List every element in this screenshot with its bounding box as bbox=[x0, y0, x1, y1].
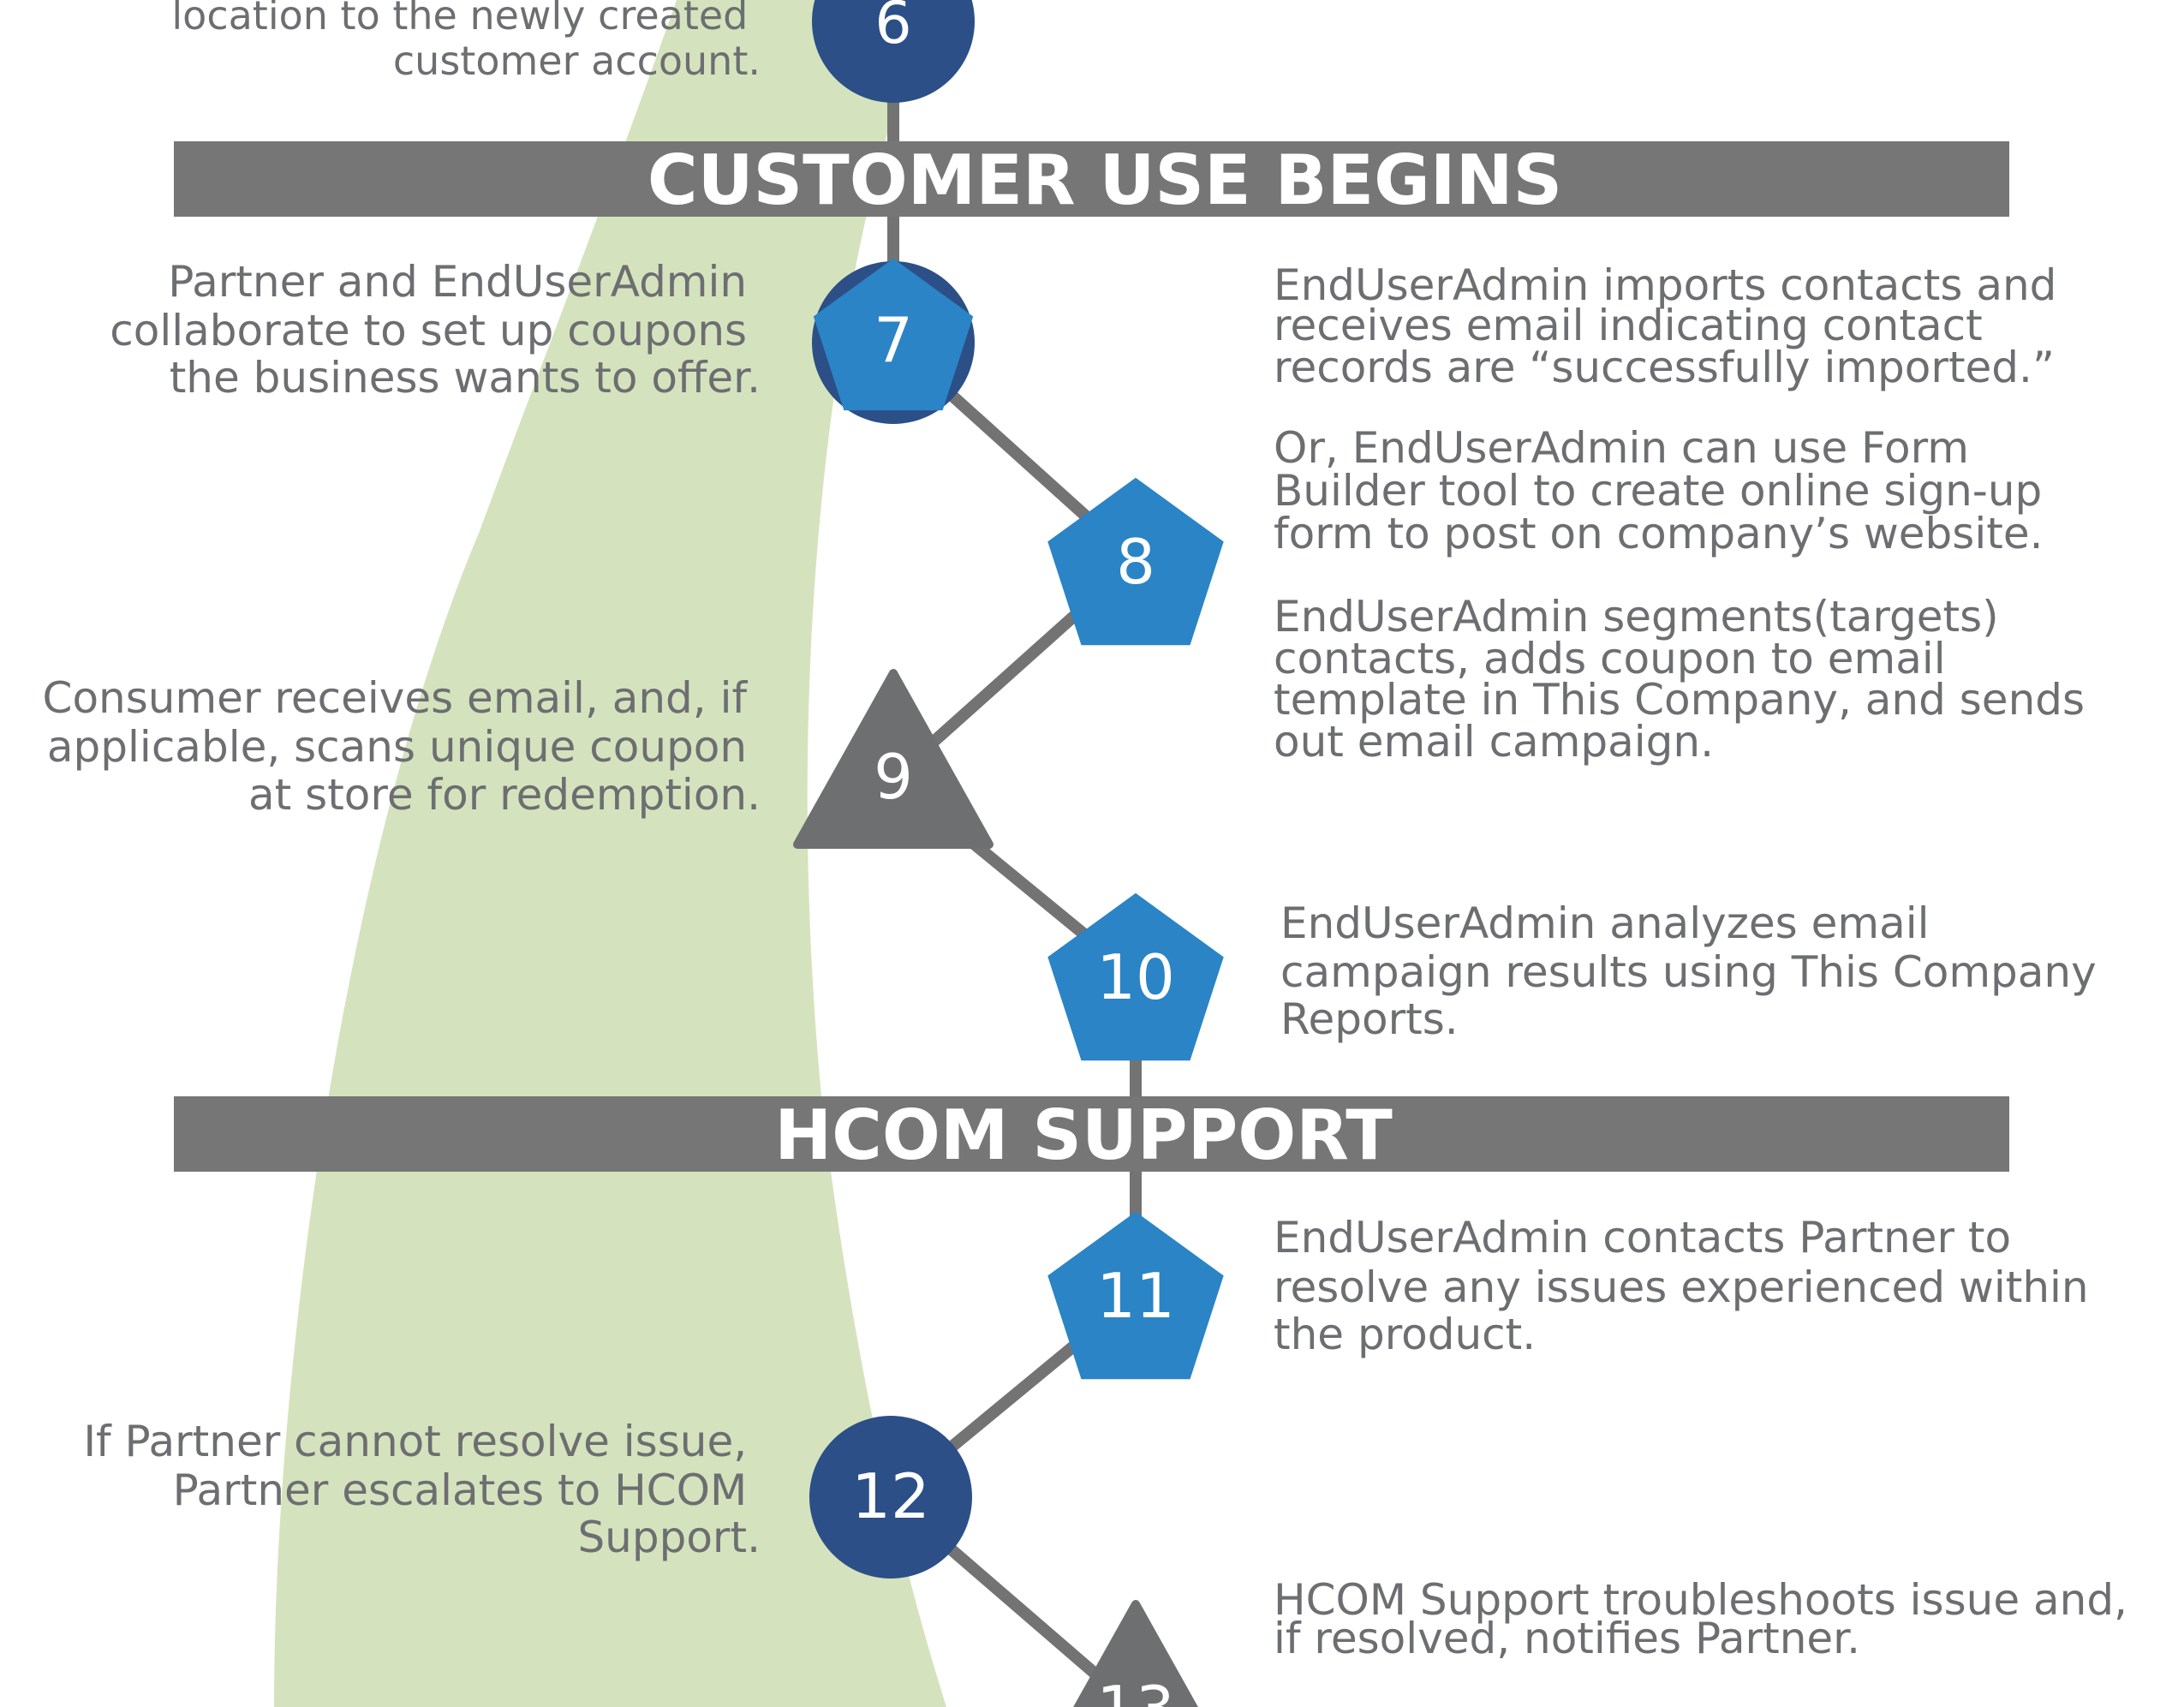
description-line: location to the newly created bbox=[171, 0, 748, 39]
description-line: resolve any issues experienced within bbox=[1274, 1262, 2089, 1312]
description-line: records are “successfully imported.” bbox=[1274, 343, 2055, 392]
description-line: applicable, scans unique coupon bbox=[47, 722, 747, 772]
node-circle bbox=[812, 0, 975, 103]
description-line: EndUserAdmin imports contacts and bbox=[1274, 260, 2056, 310]
node-pentagon bbox=[1047, 892, 1224, 1061]
description-line: Partner escalates to HCOM bbox=[173, 1465, 747, 1515]
banner-title: HCOM SUPPORT bbox=[774, 1095, 1393, 1175]
step-node-9: 9 bbox=[793, 669, 994, 849]
description-line: the business wants to offer. bbox=[170, 353, 761, 403]
description-line: if resolved, notifies Partner. bbox=[1274, 1614, 1860, 1663]
description-line: out email campaign. bbox=[1274, 717, 1714, 767]
step-11-description: EndUserAdmin contacts Partner to resolve… bbox=[1274, 1213, 2103, 1359]
step-node-11: 11 bbox=[1047, 1211, 1224, 1380]
node-pentagon bbox=[1047, 477, 1224, 646]
description-line: EndUserAdmin contacts Partner to bbox=[1274, 1213, 2011, 1262]
step-number: 10 bbox=[1096, 941, 1175, 1013]
step-10-description: EndUserAdmin analyzes email campaign res… bbox=[1280, 898, 2110, 1044]
step-node-10: 10 bbox=[1047, 892, 1224, 1061]
description-line: Partner and EndUserAdmin bbox=[168, 257, 747, 307]
description-line: at store for redemption. bbox=[248, 770, 761, 820]
step-6-description: location to the newly created customer a… bbox=[171, 0, 761, 84]
description-line: Reports. bbox=[1280, 994, 1459, 1044]
description-line: Consumer receives email, and, if bbox=[43, 673, 749, 723]
step-number: 7 bbox=[874, 304, 913, 376]
step-7-description: Partner and EndUserAdmin collaborate to … bbox=[110, 257, 761, 403]
description-line: EndUserAdmin segments(targets) bbox=[1274, 592, 1999, 642]
node-pentagon bbox=[813, 258, 974, 411]
step-12-description: If Partner cannot resolve issue, Partner… bbox=[83, 1417, 761, 1562]
green-background-band bbox=[274, 0, 946, 1707]
banner-title: CUSTOMER USE BEGINS bbox=[647, 140, 1562, 220]
description-line: template in This Company, and sends bbox=[1274, 675, 2085, 725]
step-number: 8 bbox=[1116, 526, 1155, 598]
node-triangle bbox=[1073, 1600, 1198, 1707]
node-circle bbox=[809, 1416, 972, 1579]
node-circle-pentagon bbox=[812, 258, 975, 424]
step-node-6: 6 bbox=[812, 0, 975, 103]
description-line: receives email indicating contact bbox=[1274, 301, 1983, 350]
description-line: campaign results using This Company bbox=[1280, 947, 2097, 997]
note-segment-contacts: EndUserAdmin segments(targets) contacts,… bbox=[1274, 592, 2098, 767]
banner-hcom-support: HCOM SUPPORT bbox=[174, 1095, 2009, 1175]
description-line: Builder tool to create online sign-up bbox=[1274, 466, 2042, 516]
note-form-builder: Or, EndUserAdmin can use Form Builder to… bbox=[1274, 423, 2056, 558]
description-line: collaborate to set up coupons bbox=[110, 306, 747, 355]
description-line: Support. bbox=[577, 1513, 761, 1562]
step-number: 13 bbox=[1096, 1673, 1175, 1707]
step-nodes: 6 7 8 9 10 11 12 13 bbox=[793, 0, 1224, 1707]
description-line: If Partner cannot resolve issue, bbox=[83, 1417, 747, 1466]
description-line: Or, EndUserAdmin can use Form bbox=[1274, 423, 1969, 473]
description-line: customer account. bbox=[393, 38, 761, 84]
step-number: 11 bbox=[1096, 1260, 1175, 1332]
step-node-8: 8 bbox=[1047, 477, 1224, 646]
step-number: 6 bbox=[874, 0, 911, 57]
note-import-contacts: EndUserAdmin imports contacts and receiv… bbox=[1274, 260, 2070, 392]
step-node-13: 13 bbox=[1073, 1600, 1198, 1707]
description-line: contacts, adds coupon to email bbox=[1274, 634, 1946, 683]
description-line: EndUserAdmin analyzes email bbox=[1280, 898, 1930, 948]
description-line: form to post on company’s website. bbox=[1274, 509, 2044, 558]
step-number: 12 bbox=[851, 1460, 930, 1532]
description-line: the product. bbox=[1274, 1310, 1536, 1359]
step-node-12: 12 bbox=[809, 1416, 972, 1579]
step-node-7: 7 bbox=[812, 258, 975, 424]
banner-customer-use-begins: CUSTOMER USE BEGINS bbox=[174, 140, 2009, 220]
step-number: 9 bbox=[874, 741, 913, 813]
node-pentagon bbox=[1047, 1211, 1224, 1380]
node-triangle bbox=[793, 669, 994, 849]
step-9-description: Consumer receives email, and, if applica… bbox=[43, 673, 761, 820]
description-line: HCOM Support troubleshoots issue and, bbox=[1274, 1575, 2127, 1625]
step-13-description: HCOM Support troubleshoots issue and, if… bbox=[1274, 1575, 2141, 1663]
